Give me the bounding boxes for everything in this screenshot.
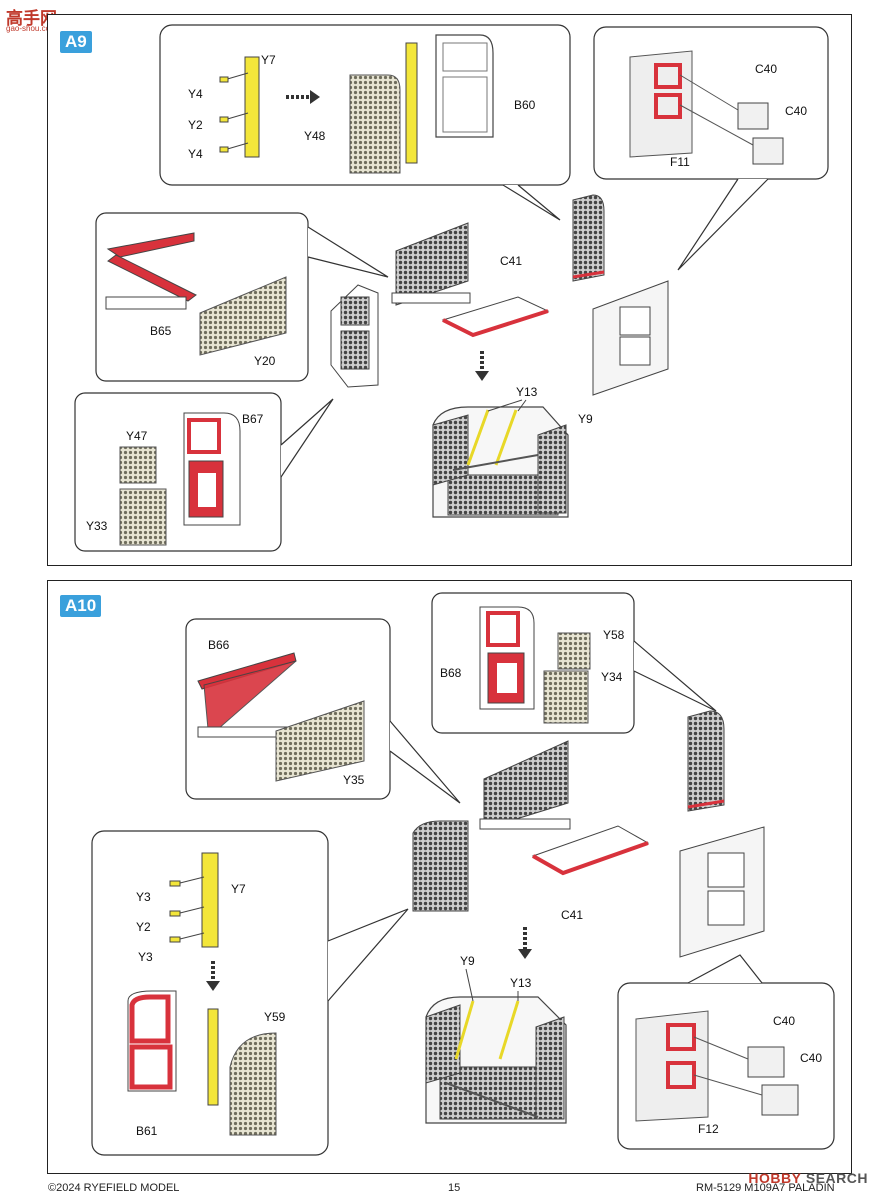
label-y35: Y35: [343, 773, 365, 787]
step-badge-a10: A10: [60, 595, 102, 617]
label-f12: F12: [698, 1122, 719, 1136]
label-c40-bottom: C40: [785, 104, 807, 118]
hobbysearch-logo: HOBBY SEARCH: [748, 1170, 868, 1186]
arrow-down-icon: [475, 351, 489, 381]
label-y33: Y33: [86, 519, 108, 533]
label-b67: B67: [242, 412, 264, 426]
label-y34: Y34: [601, 670, 623, 684]
label-y9: Y9: [460, 954, 475, 968]
label-y47: Y47: [126, 429, 148, 443]
callout-rear-grille: B66 Y35: [185, 618, 461, 804]
label-y7: Y7: [261, 53, 276, 67]
exploded-assembly: C41 Y13 Y9: [330, 194, 669, 518]
arrow-down-icon: [206, 961, 220, 991]
label-c40-top: C40: [773, 1014, 795, 1028]
footer-page-number: 15: [448, 1182, 461, 1194]
label-y20: Y20: [254, 354, 276, 368]
label-b60: B60: [514, 98, 536, 112]
arrow-right-icon: [286, 90, 320, 104]
step-a10-diagram: B66 Y35 Y58 B68 Y34 C41: [91, 592, 835, 1156]
label-y3-top: Y3: [136, 890, 151, 904]
callout-side-door: Y47 B67 Y33: [74, 392, 334, 552]
label-b66: B66: [208, 638, 230, 652]
label-y2: Y2: [188, 118, 203, 132]
callout-door-grille: Y3 Y7 Y2 Y3 Y59 B61: [91, 830, 409, 1156]
footer-product: RM-5129 M109A7 PALADIN: [696, 1182, 835, 1194]
footer-copyright: ©2024 RYEFIELD MODEL: [48, 1182, 180, 1194]
callout-side-door: Y58 B68 Y34: [431, 592, 717, 734]
arrow-down-icon: [518, 927, 532, 959]
label-y7: Y7: [231, 882, 246, 896]
step-a9-diagram: Y7 Y4 Y2 Y4 Y48 B60: [74, 24, 829, 552]
label-y2: Y2: [136, 920, 151, 934]
label-c40-bottom: C40: [800, 1051, 822, 1065]
label-y3-bottom: Y3: [138, 950, 153, 964]
frame-b60: [435, 34, 494, 138]
label-c41: C41: [561, 908, 583, 922]
callout-box-panel: C40 C40 F12: [617, 954, 835, 1150]
step-badge-a9: A9: [60, 31, 92, 53]
label-y58: Y58: [603, 628, 625, 642]
label-f11: F11: [670, 155, 690, 169]
label-y59: Y59: [264, 1010, 286, 1024]
label-b68: B68: [440, 666, 462, 680]
watermark-url: gao-shou.com: [6, 24, 57, 33]
mesh-y48: [349, 74, 401, 174]
label-y4-top: Y4: [188, 87, 203, 101]
label-y48: Y48: [304, 129, 326, 143]
label-y13: Y13: [510, 976, 532, 990]
step-a10-panel: A10 B66 Y35: [47, 580, 852, 1174]
callout-door-grille: Y7 Y4 Y2 Y4 Y48 B60: [159, 24, 571, 221]
label-y4-bottom: Y4: [188, 147, 203, 161]
watermark-logo: 高手网: [6, 9, 57, 28]
label-y9: Y9: [578, 412, 593, 426]
step-a9-panel: A9 Y7 Y4 Y2 Y4: [47, 14, 852, 566]
exploded-assembly: C41 Y9 Y13: [412, 710, 765, 1124]
label-c41: C41: [500, 254, 522, 268]
label-b65: B65: [150, 324, 172, 338]
callout-box-panel: C40 C40 F11: [593, 26, 829, 271]
label-b61: B61: [136, 1124, 158, 1138]
callout-rear-grille: B65 Y20: [95, 212, 389, 382]
label-c40-top: C40: [755, 62, 777, 76]
label-y13: Y13: [516, 385, 538, 399]
